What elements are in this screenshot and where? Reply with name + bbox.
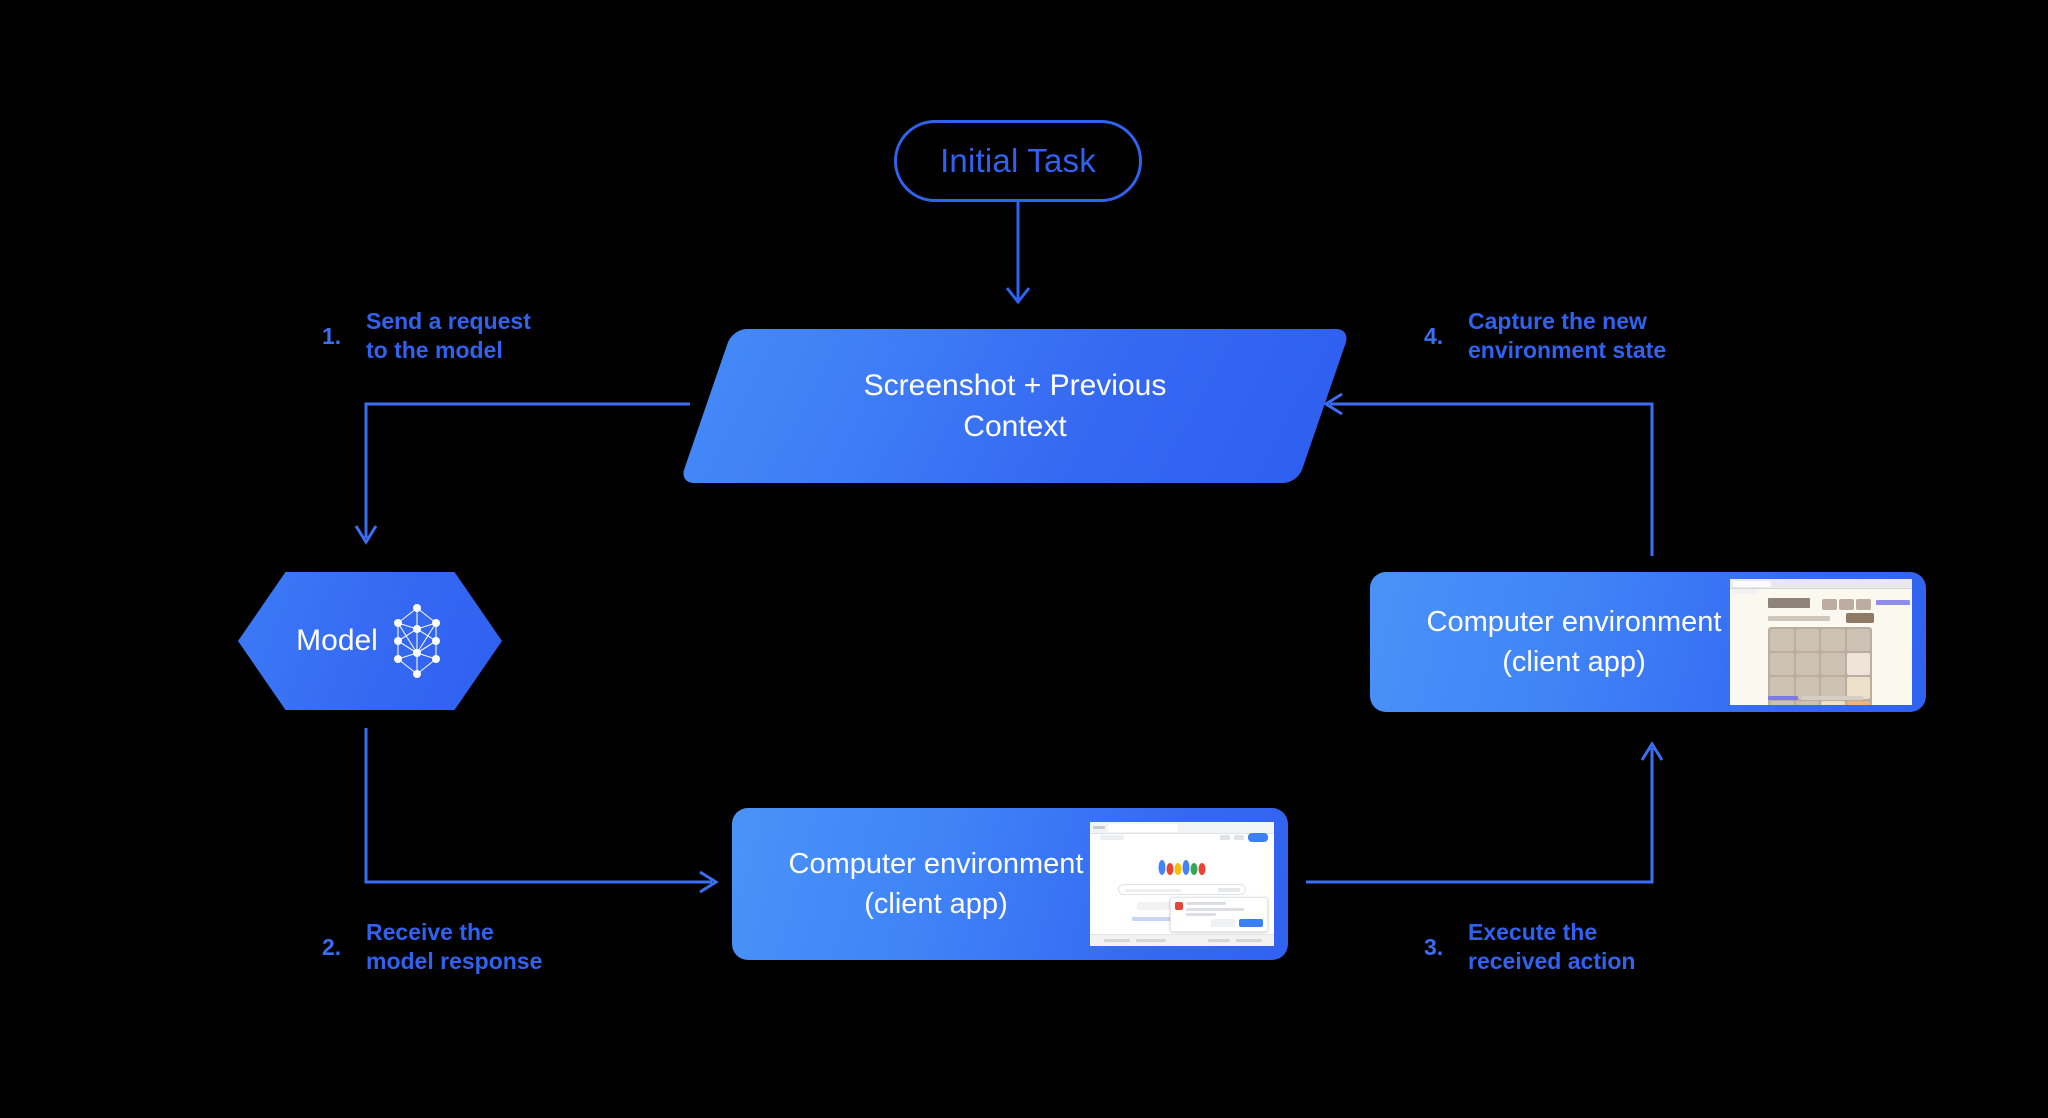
extra-score-box (1856, 599, 1871, 610)
dialog-body (1186, 908, 1244, 911)
browser-tab (1108, 823, 1178, 832)
env-right-line1: Computer environment (1426, 606, 1722, 638)
browser-url-bar (1732, 589, 1758, 594)
dialog-confirm-button (1239, 919, 1263, 927)
game-title (1768, 598, 1810, 608)
toolbar-link (1234, 835, 1244, 840)
step-2-line2: model response (366, 948, 543, 974)
game-cell (1821, 629, 1845, 651)
footer-text (1801, 696, 1863, 700)
model-node-shape (238, 572, 502, 710)
score-box (1822, 599, 1837, 610)
step-1-text: Send a request to the model (366, 307, 531, 365)
model-node[interactable]: Model (238, 572, 502, 710)
game-cell (1821, 701, 1845, 705)
step-3-line2: received action (1468, 948, 1636, 974)
browser-toolbar (1730, 579, 1912, 589)
game-cell (1770, 629, 1794, 651)
env-node-right-label: Computer environment (client app) (1394, 572, 1754, 712)
game-cell (1770, 677, 1794, 699)
env-node-right[interactable]: Computer environment (client app) (1370, 572, 1926, 712)
env-bottom-line2: (client app) (864, 888, 1008, 920)
top-link (1876, 600, 1910, 605)
sign-in-button (1248, 833, 1268, 842)
step-4-number: 4. (1424, 322, 1444, 349)
footer-link (1236, 939, 1262, 942)
game-cell (1846, 653, 1870, 675)
step-label-1: 1. Send a request to the model (322, 307, 531, 365)
browser-tab (1733, 580, 1771, 587)
step-2-line1: Receive the (366, 919, 494, 945)
initial-task-label: Initial Task (940, 142, 1096, 179)
step-1-line1: Send a request (366, 308, 531, 334)
context-node[interactable]: Screenshot + Previous Context (679, 329, 1351, 483)
new-game-button (1846, 613, 1874, 623)
env-bottom-line1: Computer environment (788, 848, 1084, 880)
step-3-number: 3. (1424, 933, 1444, 960)
arrow-initial-task-to-context (1005, 202, 1031, 305)
google-search-thumbnail (1090, 822, 1274, 946)
footer-link (1208, 939, 1230, 942)
step-label-2: 2. Receive the model response (322, 918, 542, 976)
game-cell (1846, 677, 1870, 699)
google-search-button (1137, 902, 1175, 910)
dialog-icon (1175, 902, 1183, 910)
browser-controls (1093, 826, 1105, 829)
env-node-bottom-label: Computer environment (client app) (756, 808, 1116, 960)
game-cell (1795, 677, 1819, 699)
dialog-title (1186, 902, 1226, 905)
arrow-model-to-bottom-env (364, 728, 719, 894)
game-cell (1821, 677, 1845, 699)
arrow-bottom-env-to-right-env (1306, 741, 1664, 884)
game-cell (1821, 653, 1845, 675)
step-4-line2: environment state (1468, 337, 1667, 363)
step-label-4: 4. Capture the new environment state (1424, 307, 1666, 365)
env-node-bottom[interactable]: Computer environment (client app) (732, 808, 1288, 960)
initial-task-node[interactable]: Initial Task (894, 120, 1142, 202)
best-score-box (1839, 599, 1854, 610)
page-footer (1090, 934, 1274, 946)
game-cell (1770, 653, 1794, 675)
game-grid (1768, 627, 1872, 705)
game-cell (1770, 701, 1794, 705)
game-2048-thumbnail (1730, 579, 1912, 705)
step-3-line1: Execute the (1468, 919, 1598, 945)
footer-link (1136, 939, 1166, 942)
footer-link (1104, 939, 1130, 942)
dialog-body (1186, 913, 1216, 916)
arrow-context-to-model (354, 402, 690, 545)
step-1-number: 1. (322, 322, 342, 349)
step-4-text: Capture the new environment state (1468, 307, 1666, 365)
game-subtitle (1768, 616, 1830, 621)
step-2-number: 2. (322, 933, 342, 960)
step-4-line1: Capture the new (1468, 308, 1647, 334)
search-input (1118, 884, 1246, 895)
dialog-cancel-button (1211, 919, 1235, 927)
game-cell (1846, 701, 1870, 705)
env-right-line2: (client app) (1502, 646, 1646, 678)
step-label-3: 3. Execute the received action (1424, 918, 1635, 976)
game-cell (1795, 653, 1819, 675)
footer-link (1768, 696, 1798, 700)
popup-dialog (1170, 897, 1268, 932)
browser-url-bar (1100, 835, 1124, 840)
game-cell (1795, 629, 1819, 651)
step-3-text: Execute the received action (1468, 918, 1635, 976)
game-cell (1846, 629, 1870, 651)
context-node-shape (679, 329, 1351, 483)
arrow-right-env-to-context (1323, 392, 1654, 556)
search-placeholder (1125, 889, 1181, 892)
step-2-text: Receive the model response (366, 918, 542, 976)
game-cell (1795, 701, 1819, 705)
step-1-line2: to the model (366, 337, 503, 363)
search-icons (1218, 888, 1240, 892)
google-logo (1158, 858, 1206, 875)
toolbar-link (1220, 835, 1230, 840)
